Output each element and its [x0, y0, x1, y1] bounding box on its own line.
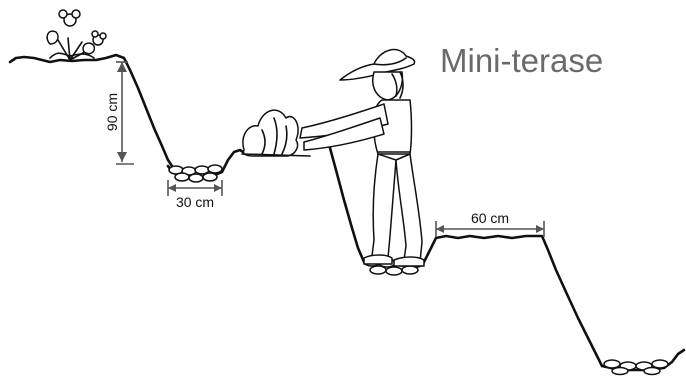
step-width-label: 30 cm — [176, 194, 214, 210]
terrace-width-label: 60 cm — [471, 210, 509, 226]
step-width-dimension: 30 cm — [167, 180, 223, 210]
stone-rows — [168, 164, 669, 376]
height-label: 90 cm — [104, 93, 120, 131]
terrace-width-dimension: 60 cm — [435, 210, 545, 237]
height-dimension: 90 cm — [104, 61, 134, 165]
diagram-title: Mini-terase — [440, 42, 603, 79]
flowering-plant-icon — [46, 9, 107, 61]
cabbage-icon — [241, 109, 311, 157]
farmer-figure — [299, 48, 425, 267]
